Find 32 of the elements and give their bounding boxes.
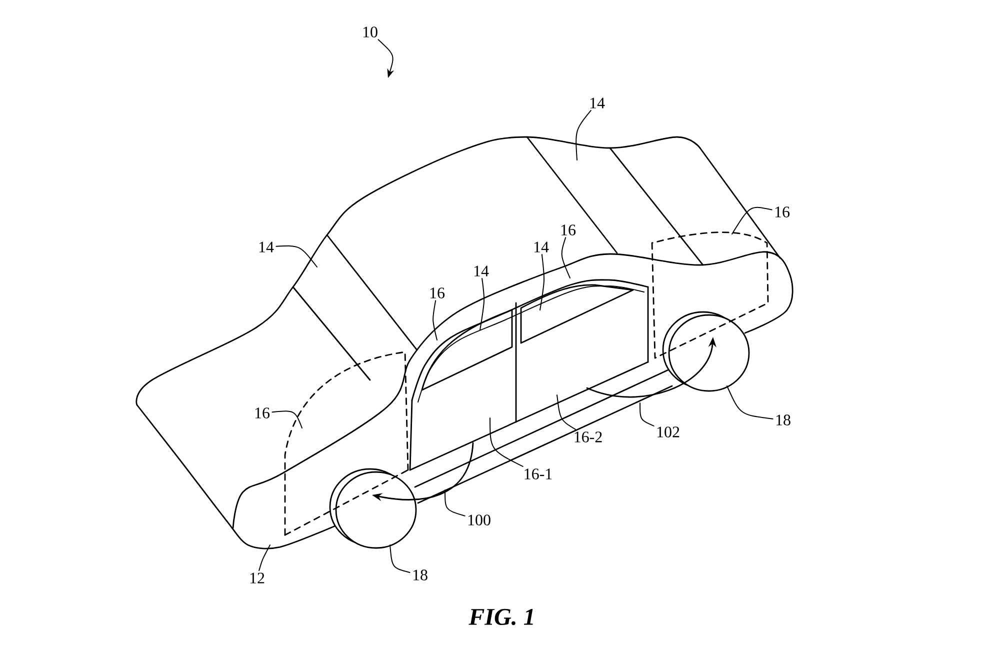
leader-line	[272, 410, 302, 428]
leader-line	[640, 402, 654, 426]
callout-number: 16	[430, 288, 445, 298]
callout-number: 16	[255, 408, 270, 418]
callout-number: 18	[776, 414, 790, 426]
callout-number: 14	[259, 242, 274, 252]
callout-number: 18	[413, 570, 428, 580]
leader-line	[490, 418, 524, 467]
leader-line	[390, 544, 410, 573]
leader-line	[480, 278, 485, 330]
leader-line	[576, 110, 592, 160]
leader-line	[561, 237, 570, 278]
leader-line	[276, 245, 318, 268]
leader-line	[726, 386, 774, 420]
callout-number: 14	[474, 266, 489, 276]
leader-line	[540, 254, 545, 310]
leader-line	[732, 206, 772, 234]
leader-line	[444, 490, 466, 516]
callout-number: 16-1	[524, 468, 552, 480]
callout-number: 100	[468, 514, 490, 526]
callout-number: 16-2	[574, 432, 602, 442]
callout-number: 16	[561, 224, 576, 236]
figure-caption: FIG. 1	[468, 608, 533, 626]
callout-number: 12	[250, 572, 264, 584]
leader-line	[556, 394, 576, 430]
callout-number: 10	[363, 26, 378, 38]
leader-line	[432, 300, 438, 340]
callout-number: 14	[590, 98, 605, 108]
callout-number: 102	[657, 426, 680, 438]
callout-number: 14	[534, 242, 549, 252]
leader-line	[258, 544, 270, 571]
callout-number: 16	[775, 206, 790, 218]
